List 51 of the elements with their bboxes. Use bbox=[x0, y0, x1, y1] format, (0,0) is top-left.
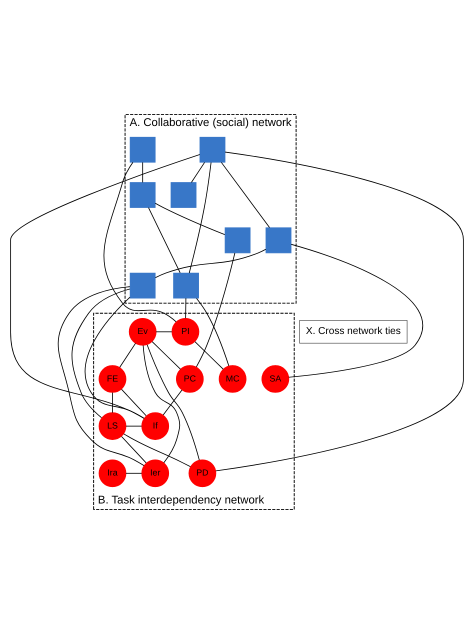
connector bbox=[126, 472, 142, 474]
node-circle: PD bbox=[188, 459, 216, 488]
connector bbox=[162, 390, 182, 416]
connector bbox=[215, 152, 464, 472]
connector bbox=[220, 162, 270, 228]
node-circle: SA bbox=[262, 365, 290, 393]
node-circle: FE bbox=[98, 365, 126, 393]
connector bbox=[148, 207, 181, 274]
connector bbox=[123, 433, 191, 467]
node-box bbox=[130, 182, 156, 208]
connector bbox=[185, 298, 186, 319]
connector bbox=[146, 344, 200, 460]
connector bbox=[188, 162, 212, 274]
node-circle: Ira bbox=[98, 459, 126, 488]
node-box: X. Cross network ties bbox=[299, 320, 408, 344]
connector bbox=[84, 296, 144, 419]
connector bbox=[288, 244, 423, 378]
connector bbox=[58, 286, 144, 466]
node-circle: If bbox=[141, 412, 170, 440]
connector bbox=[152, 341, 181, 370]
node-circle: Ev bbox=[128, 318, 156, 346]
node-box bbox=[266, 227, 292, 254]
node-box bbox=[200, 136, 226, 163]
cluster: A. Collaborative (social) network bbox=[124, 114, 297, 304]
node-circle: LS bbox=[98, 412, 126, 440]
connector bbox=[191, 162, 205, 183]
connector bbox=[126, 426, 142, 427]
connector bbox=[156, 331, 172, 332]
connector bbox=[121, 388, 147, 416]
connector bbox=[196, 298, 230, 366]
node-box bbox=[130, 272, 156, 298]
connector bbox=[194, 341, 224, 370]
connector bbox=[10, 154, 200, 419]
connector bbox=[72, 288, 130, 418]
node-box bbox=[170, 182, 196, 208]
connector bbox=[196, 252, 236, 368]
connector bbox=[142, 345, 180, 464]
connector bbox=[121, 436, 147, 464]
node-circle: PI bbox=[172, 318, 200, 346]
node-circle: MC bbox=[218, 365, 246, 393]
connector bbox=[154, 202, 226, 236]
connector bbox=[155, 248, 266, 278]
connector bbox=[119, 342, 136, 368]
node-box bbox=[173, 272, 199, 298]
node-box bbox=[130, 136, 156, 163]
node-circle: PC bbox=[176, 365, 204, 393]
node-circle: Ier bbox=[141, 459, 170, 488]
connector bbox=[104, 162, 177, 322]
node-box bbox=[224, 227, 251, 254]
connector bbox=[112, 392, 113, 413]
connector bbox=[142, 162, 144, 183]
